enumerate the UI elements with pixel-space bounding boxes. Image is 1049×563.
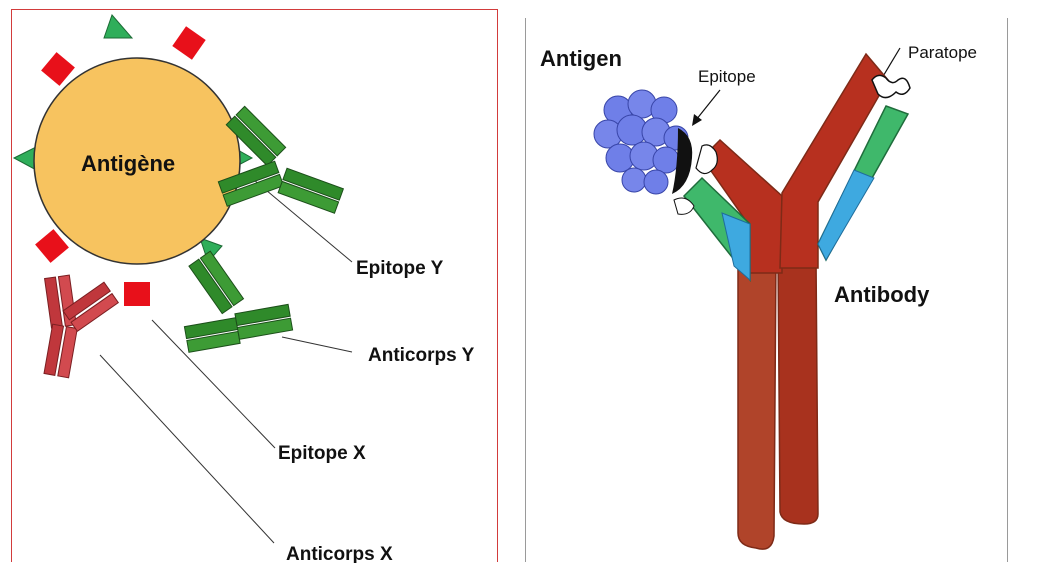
- leader-line-epitope: [696, 90, 720, 120]
- paratope-site: [872, 75, 910, 97]
- epitope-x-square-top-left: [41, 52, 75, 86]
- anticorps-y-lower: [172, 239, 293, 352]
- leader-line-anticorps-y: [282, 337, 352, 352]
- antigen-label: Antigène: [81, 151, 175, 176]
- antibody-stem-left: [738, 258, 776, 549]
- epitope-arrowhead: [692, 114, 702, 126]
- antigen-label: Antigen: [540, 46, 622, 71]
- right-diagram-panel: Antigen Epitope Paratope Antibody: [525, 18, 1008, 562]
- epitope-y-label: Epitope Y: [356, 258, 444, 279]
- antibody-label: Antibody: [834, 282, 930, 307]
- left-diagram-panel: Antigène Epitope: [11, 9, 498, 562]
- paratope-label: Paratope: [908, 43, 977, 62]
- right-diagram-svg: Antigen Epitope Paratope Antibody: [526, 18, 1009, 562]
- epitope-y-triangle-top: [104, 15, 132, 38]
- epitope-label: Epitope: [698, 67, 756, 86]
- leader-line-anticorps-x: [100, 355, 274, 543]
- epitope-x-square-top-right: [172, 26, 205, 59]
- leader-line-paratope: [882, 48, 900, 78]
- antigen-cluster: [594, 90, 692, 194]
- anticorps-y-label: Anticorps Y: [368, 345, 475, 366]
- left-diagram-svg: Antigène Epitope: [12, 10, 499, 563]
- epitope-x-square-bottom: [124, 282, 150, 306]
- anticorps-x-label: Anticorps X: [286, 544, 393, 563]
- epitope-x-label: Epitope X: [278, 443, 366, 464]
- antibody-stem-right: [778, 256, 818, 524]
